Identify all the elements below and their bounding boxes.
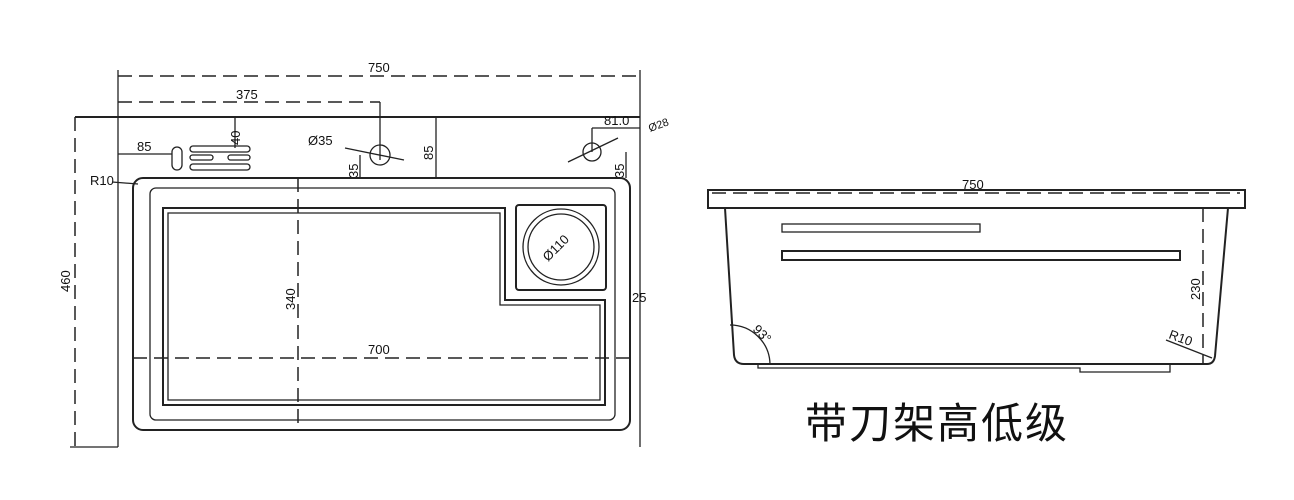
caption: 带刀架高低级	[805, 399, 1070, 448]
side-dim-230: 230	[1188, 278, 1203, 300]
side-angle: 93°	[750, 322, 775, 347]
dim-85-deck: 85	[421, 146, 436, 160]
dim-35-faucet: 35	[346, 164, 361, 178]
main-basin	[162, 207, 606, 406]
dim-40: 40	[228, 131, 243, 145]
side-body	[724, 207, 1229, 365]
soap-slot	[171, 146, 183, 171]
dim-110: Ø110	[540, 232, 572, 264]
drain	[522, 208, 600, 286]
dim-750: 750	[368, 60, 390, 75]
dim-35-right: 35	[612, 164, 627, 178]
knife-rack-lower	[781, 250, 1181, 261]
dim-25: 25	[632, 290, 646, 305]
side-dim-750: 750	[962, 177, 984, 192]
side-r10: R10	[1167, 327, 1195, 349]
side-rim	[707, 189, 1246, 209]
dim-81: 81.0	[604, 113, 629, 128]
dim-375: 375	[236, 87, 258, 102]
knife-rack-upper	[781, 223, 981, 233]
dim-460: 460	[58, 270, 73, 292]
dim-340: 340	[283, 288, 298, 310]
sink-rim	[132, 177, 631, 431]
dim-85-left: 85	[137, 139, 151, 154]
dim-700: 700	[368, 342, 390, 357]
side-view: 750 230 93° R10	[707, 177, 1246, 373]
vent-slot	[189, 145, 251, 153]
dim-28: Ø28	[647, 116, 671, 134]
faucet-hole	[369, 144, 391, 166]
drain-box	[515, 204, 607, 291]
dim-faucet-dia: Ø35	[308, 133, 333, 148]
angle-arc	[729, 324, 771, 365]
dim-r10: R10	[90, 173, 114, 188]
top-view: 750 375 460 40 85 R10 Ø35 35 85 81	[58, 60, 671, 448]
